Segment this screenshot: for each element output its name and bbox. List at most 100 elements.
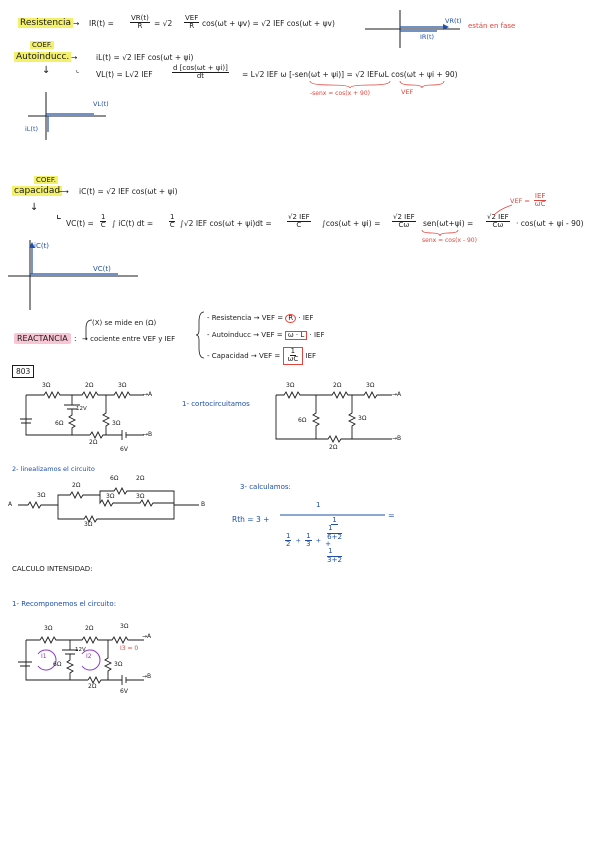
resistor-label: 3Ω — [42, 382, 51, 389]
resistencia-frac1: VR(t)R — [130, 14, 150, 31]
resistor-label: 6Ω — [55, 420, 64, 427]
reactancia-brace — [85, 319, 93, 340]
capacidad-eq-v5: sen(ωt+ψi) = — [423, 219, 474, 228]
capacidad-underbrace — [421, 229, 459, 237]
calculo-intensidad-title: CALCULO INTENSIDAD: — [12, 565, 93, 573]
problem-number: 803 — [12, 365, 35, 378]
equals-mark: = — [388, 511, 395, 520]
resistor-label: 3Ω — [84, 521, 93, 528]
corner-arrow-icon: ⌞ — [56, 207, 62, 221]
current-i1-label: I1 — [41, 653, 47, 660]
resistor-label: 2Ω — [72, 482, 81, 489]
capacidad-eq-v1: VC(t) = — [66, 219, 94, 228]
resistor-label: 6Ω — [298, 417, 307, 424]
colon-mark: : — [74, 334, 77, 343]
autoinduccion-phasor-axes — [28, 92, 106, 140]
resistor-label: 3Ω — [37, 492, 46, 499]
rth-fraction-bar — [280, 514, 385, 516]
resistor-label: 2Ω — [89, 439, 98, 446]
reactancia-item-resistencia: - Resistencia → VEF = R · IEF — [207, 314, 314, 323]
voltage-label: 6V — [120, 446, 128, 453]
autoinduccion-frac: d [cos(ωt + ψi)]dt — [172, 64, 229, 81]
arrow-right-icon: → — [73, 19, 80, 28]
step3-label: 3- calculamos: — [240, 483, 291, 491]
capacidad-phasor-axes — [8, 240, 138, 310]
autoinduccion-axis-i-label: iL(t) — [25, 125, 39, 133]
arrow-right-icon: → — [71, 53, 78, 62]
arrow-down-icon: ↓ — [42, 65, 51, 76]
resistor-label: 3Ω — [118, 382, 127, 389]
voltage-label: 12V — [76, 406, 87, 412]
node-a-label: →A — [143, 391, 153, 398]
resistor-label: 3Ω — [366, 382, 375, 389]
resistor-label: 2Ω — [329, 444, 338, 451]
node-a-label: A — [8, 501, 13, 508]
resistencia-axis-i-label: IR(t) — [420, 33, 435, 41]
resistencia-eq1: IR(t) = — [89, 19, 114, 28]
reactancia-line1: (X) se mide en (Ω) — [92, 319, 157, 327]
reactancia-item-autoinduccion: - Autoinducc → VEF = ω · L · IEF — [207, 331, 325, 340]
sen-identity-note: -senx = cos(x + 90) — [310, 90, 370, 97]
rth-label: Rth = 3 + — [232, 515, 270, 524]
voltage-label: 6V — [120, 688, 128, 695]
resistor-label: 2Ω — [88, 683, 97, 690]
resistencia-phasor-axes — [365, 10, 460, 48]
node-a-label: →A — [142, 633, 152, 640]
arrow-right-icon: ⟶ — [58, 187, 69, 196]
resistor-label: 3Ω — [114, 661, 123, 668]
resistor-label: 3Ω — [136, 493, 145, 500]
circuit-linearized — [18, 486, 199, 524]
node-a-label: →A — [392, 391, 402, 398]
resistor-label: 2Ω — [85, 625, 94, 632]
capacidad-eq-v4: ∫cos(ωt + ψi) = — [322, 219, 381, 228]
capacidad-eq-v3: ∫√2 IEF cos(ωt + ψi)dt = — [180, 219, 272, 228]
resistor-label: 3Ω — [358, 415, 367, 422]
current-i3-label: I3 = 0 — [120, 645, 139, 652]
capacidad-eq-v2: ∫ iC(t) dt = — [112, 219, 154, 228]
autoinduccion-eq-i: iL(t) = √2 IEF cos(ωt + ψi) — [96, 53, 194, 62]
arrow-down-icon: ↓ — [30, 202, 39, 213]
underbrace-marks — [309, 80, 445, 89]
capacidad-sen-note: senx = cos(x - 90) — [422, 237, 477, 244]
step2-label: 2- linealizamos el circuito — [12, 465, 95, 473]
autoinduccion-label: Autoinducc. — [14, 52, 72, 62]
resistor-label: 3Ω — [286, 382, 295, 389]
autoinduccion-axis-v-label: VL(t) — [93, 100, 109, 108]
voltage-label: 12V — [75, 647, 86, 653]
reactancia-line2: → cociente entre VEF y IEF — [82, 335, 176, 343]
resistor-label: 3Ω — [112, 420, 121, 427]
resistor-label: 3Ω — [44, 625, 53, 632]
resistor-label: 6Ω — [53, 661, 62, 668]
rth-numerator: 1 — [316, 501, 321, 509]
capacidad-vef-arrow — [493, 204, 513, 216]
circuit-original — [20, 390, 144, 440]
capacidad-eq-i: iC(t) = √2 IEF cos(ωt + ψi) — [79, 187, 178, 196]
resistencia-label: Resistencia — [18, 18, 73, 28]
reactancia-label: REACTANCIA — [14, 333, 71, 344]
en-fase-note: están en fase — [468, 22, 516, 30]
resistencia-axis-v-label: VR(t) — [445, 17, 462, 25]
resistor-label: 3Ω — [120, 623, 129, 630]
capacidad-label: capacidad — [12, 186, 63, 196]
resistor-label: 3Ω — [106, 493, 115, 500]
resistor-label: 6Ω — [110, 475, 119, 482]
resistor-label: 2Ω — [333, 382, 342, 389]
reactancia-list-brace — [195, 311, 205, 359]
resistor-label: 2Ω — [85, 382, 94, 389]
node-b-label: →B — [143, 431, 153, 438]
autoinduccion-eq-v1: VL(t) = L√2 IEF — [96, 70, 153, 79]
step4-label: 1- Recomponemos el circuito: — [12, 600, 117, 608]
resistor-label: 2Ω — [136, 475, 145, 482]
circuit-shorted — [275, 390, 392, 444]
node-b-label: B — [201, 501, 206, 508]
autoinduccion-eq-v2: = L√2 IEF ω [-sen(ωt + ψi)] = √2 IEFωL c… — [242, 70, 458, 79]
capacidad-axis-v-label: VC(t) — [93, 265, 111, 273]
